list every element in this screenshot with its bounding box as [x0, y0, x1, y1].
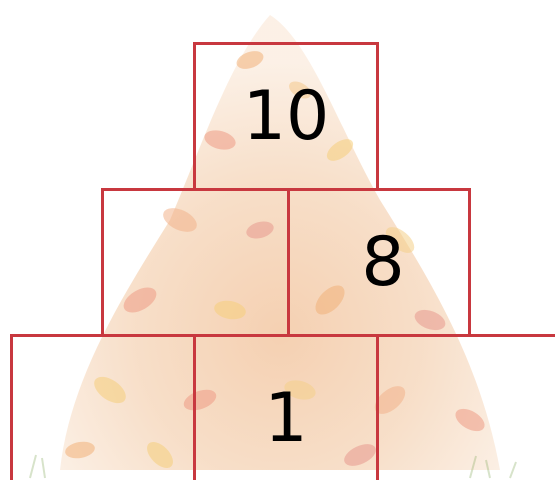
- pyramid-bottom-right-cell[interactable]: [376, 334, 555, 480]
- cell-number: 10: [243, 83, 330, 151]
- pyramid-middle-right-cell[interactable]: 8: [287, 188, 471, 337]
- pyramid-middle-left-cell[interactable]: [101, 188, 290, 337]
- pyramid-top-cell[interactable]: 10: [193, 42, 379, 191]
- cell-number: 8: [361, 229, 404, 297]
- pyramid-bottom-middle-cell[interactable]: 1: [193, 334, 379, 480]
- cell-number: 1: [264, 385, 307, 453]
- pyramid-bottom-left-cell[interactable]: [10, 334, 196, 480]
